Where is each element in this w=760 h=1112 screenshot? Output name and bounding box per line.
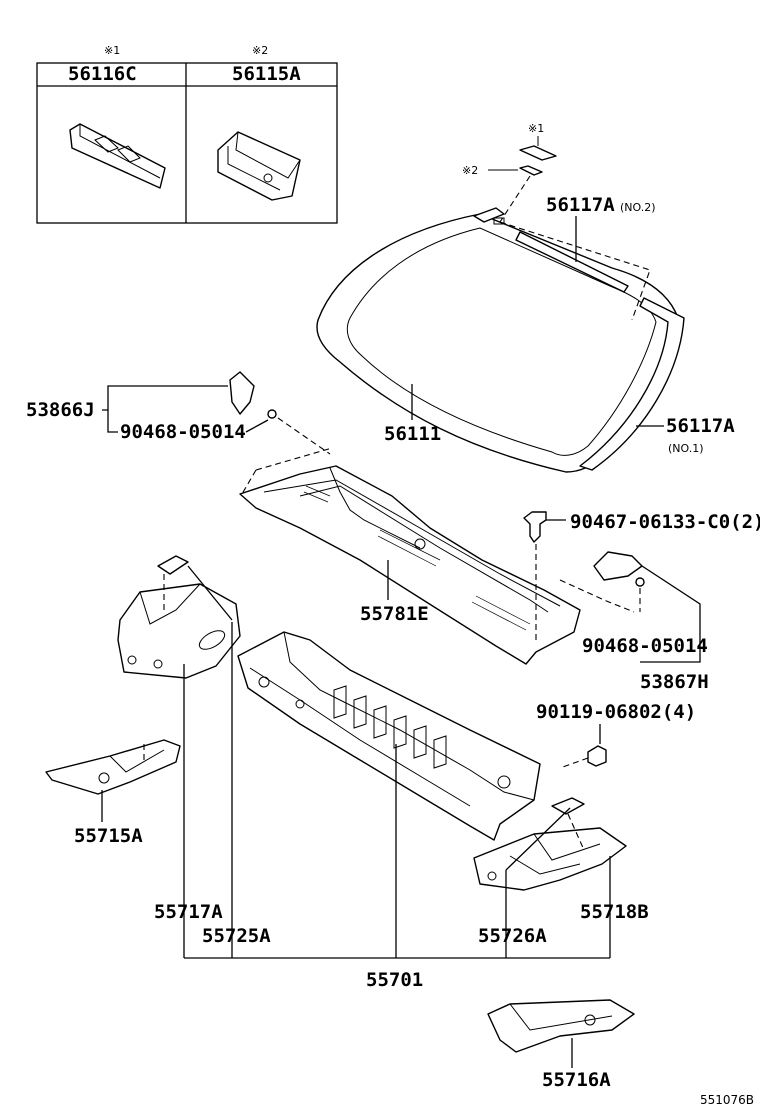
- label-55726A[interactable]: 55726A: [478, 925, 547, 947]
- bolt-90119-part[interactable]: [587, 745, 607, 767]
- clip-90468-left-part[interactable]: [267, 409, 277, 419]
- molding-56117A-no2[interactable]: [473, 207, 629, 293]
- label-53867H[interactable]: 53867H: [640, 671, 709, 693]
- label-90467-06133-C0[interactable]: 90467-06133-C0(2): [570, 511, 760, 533]
- label-55715A[interactable]: 55715A: [74, 825, 143, 847]
- marker-1-label: ※1: [528, 122, 544, 135]
- inset-table: ※1 ※2 56116C 56115A: [36, 44, 338, 224]
- inset-marker-1: ※1: [104, 44, 120, 57]
- left-bracket-55717A-55725A[interactable]: [117, 555, 241, 679]
- molding-dashed-guide: [499, 221, 651, 321]
- label-90468-05014-left[interactable]: 90468-05014: [120, 421, 246, 443]
- inset-part-56116C-label[interactable]: 56116C: [68, 63, 137, 85]
- clip-90467-group: 90467-06133-C0(2): [523, 511, 760, 640]
- label-56111[interactable]: 56111: [384, 423, 441, 445]
- right-brace-55716A[interactable]: [487, 999, 635, 1053]
- bottom-leader-tree: [183, 622, 611, 959]
- marker-2-label: ※2: [462, 164, 478, 177]
- bolt-90119-group: 90119-06802(4): [536, 701, 696, 769]
- molding-clips-group: ※1 ※2: [462, 122, 557, 223]
- right-bracket-55718B-55726A[interactable]: [473, 797, 627, 891]
- label-53866J[interactable]: 53866J: [26, 399, 95, 421]
- label-55781E[interactable]: 55781E: [360, 603, 429, 625]
- label-55716A[interactable]: 55716A: [542, 1069, 611, 1091]
- bracket-53867H-group: 90468-05014 53867H: [582, 551, 709, 693]
- bracket-53866J-group: 53866J 90468-05014: [26, 371, 331, 455]
- small-bracket-55725A-part[interactable]: [157, 555, 189, 575]
- inset-part-56115A-label[interactable]: 56115A: [232, 63, 301, 85]
- figure-reference: 551076B: [700, 1093, 754, 1107]
- inset-marker-2: ※2: [252, 44, 268, 57]
- part-56116C-drawing[interactable]: [69, 123, 166, 189]
- clip-90467-part[interactable]: [523, 511, 547, 543]
- bracket-53867H-part[interactable]: [593, 551, 643, 581]
- molding-56117A-no1[interactable]: [579, 297, 685, 471]
- label-55701[interactable]: 55701: [366, 969, 423, 991]
- clip-marker-2-part[interactable]: [519, 165, 543, 176]
- cowl-panel-55701[interactable]: [237, 631, 541, 841]
- small-bracket-55726A-part[interactable]: [551, 797, 585, 815]
- clip-marker-1-part[interactable]: [519, 145, 557, 161]
- label-56117A-no1-note: (NO.1): [668, 442, 704, 455]
- inset-frame: [36, 62, 338, 224]
- left-brace-55715A[interactable]: [45, 739, 181, 795]
- label-56117A-no2-note: (NO.2): [620, 201, 656, 214]
- label-55717A[interactable]: 55717A: [154, 901, 223, 923]
- label-90119-06802[interactable]: 90119-06802(4): [536, 701, 696, 723]
- label-56117A-no1[interactable]: 56117A: [666, 415, 735, 437]
- label-90468-05014-right[interactable]: 90468-05014: [582, 635, 708, 657]
- part-56115A-drawing[interactable]: [217, 131, 301, 201]
- louver-dashed-guide-left: [241, 447, 333, 495]
- clip-90468-right-part[interactable]: [635, 577, 645, 587]
- bracket-53866J-part[interactable]: [229, 371, 255, 415]
- label-55718B[interactable]: 55718B: [580, 901, 649, 923]
- label-55725A[interactable]: 55725A: [202, 925, 271, 947]
- label-56117A-no2[interactable]: 56117A: [546, 194, 615, 216]
